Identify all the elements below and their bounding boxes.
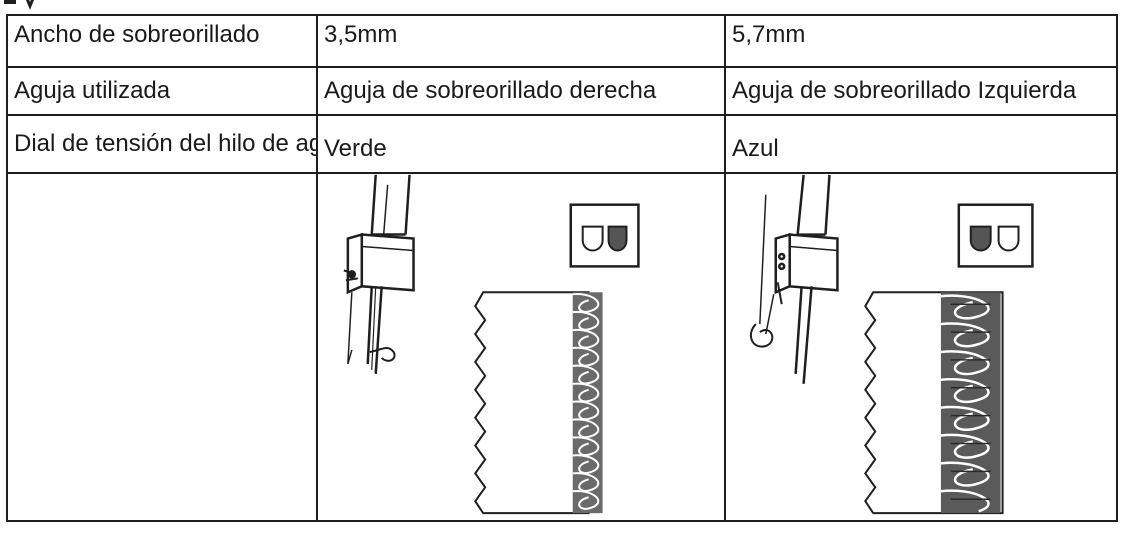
overlock-width-label: Ancho de sobreorillado <box>6 14 318 68</box>
specification-sheet: Ancho de sobreorillado 3,5mm 5,7mm Aguja… <box>6 14 1118 560</box>
needle-used-label: Aguja utilizada <box>6 66 318 116</box>
table-row-illustrations <box>6 172 1118 522</box>
tension-dial-left-value: Azul <box>732 134 779 162</box>
overlock-width-right-value: 3,5mm <box>316 14 726 68</box>
overlock-spec-table: Ancho de sobreorillado 3,5mm 5,7mm Aguja… <box>6 14 1118 522</box>
overlock-width-left-value: 5,7mm <box>724 14 1118 68</box>
table-row-tension-dial: Dial de tensión del hilo de aguja Verde … <box>6 114 1118 174</box>
tension-dial-right-value: Verde <box>324 134 387 162</box>
needle-indicator-left-filled-icon <box>957 203 1034 268</box>
needle-clamp-right-icon <box>343 175 415 374</box>
tension-dial-label: Dial de tensión del hilo de aguja <box>6 114 318 174</box>
illustration-empty-label-cell <box>6 172 318 522</box>
illustration-left-needle-cell <box>724 172 1118 522</box>
overlock-stitch-wide-icon <box>864 291 1004 515</box>
illustration-right-needle <box>343 175 640 515</box>
illustration-left-needle <box>749 175 1034 515</box>
needle-indicator-right-filled-icon <box>569 203 640 268</box>
needle-clamp-left-icon <box>749 175 839 384</box>
tension-dial-right-cell: Verde <box>316 114 726 174</box>
cropped-heading-fragment <box>4 0 35 11</box>
illustration-right-needle-cell <box>316 172 726 522</box>
table-row-needle-used: Aguja utilizada Aguja de sobreorillado d… <box>6 66 1118 116</box>
overlock-stitch-narrow-icon <box>474 291 603 515</box>
table-row-overlock-width: Ancho de sobreorillado 3,5mm 5,7mm <box>6 14 1118 68</box>
tension-dial-left-cell: Azul <box>724 114 1118 174</box>
needle-used-right-value: Aguja de sobreorillado derecha <box>316 66 726 116</box>
needle-used-left-value: Aguja de sobreorillado Izquierda <box>724 66 1118 116</box>
